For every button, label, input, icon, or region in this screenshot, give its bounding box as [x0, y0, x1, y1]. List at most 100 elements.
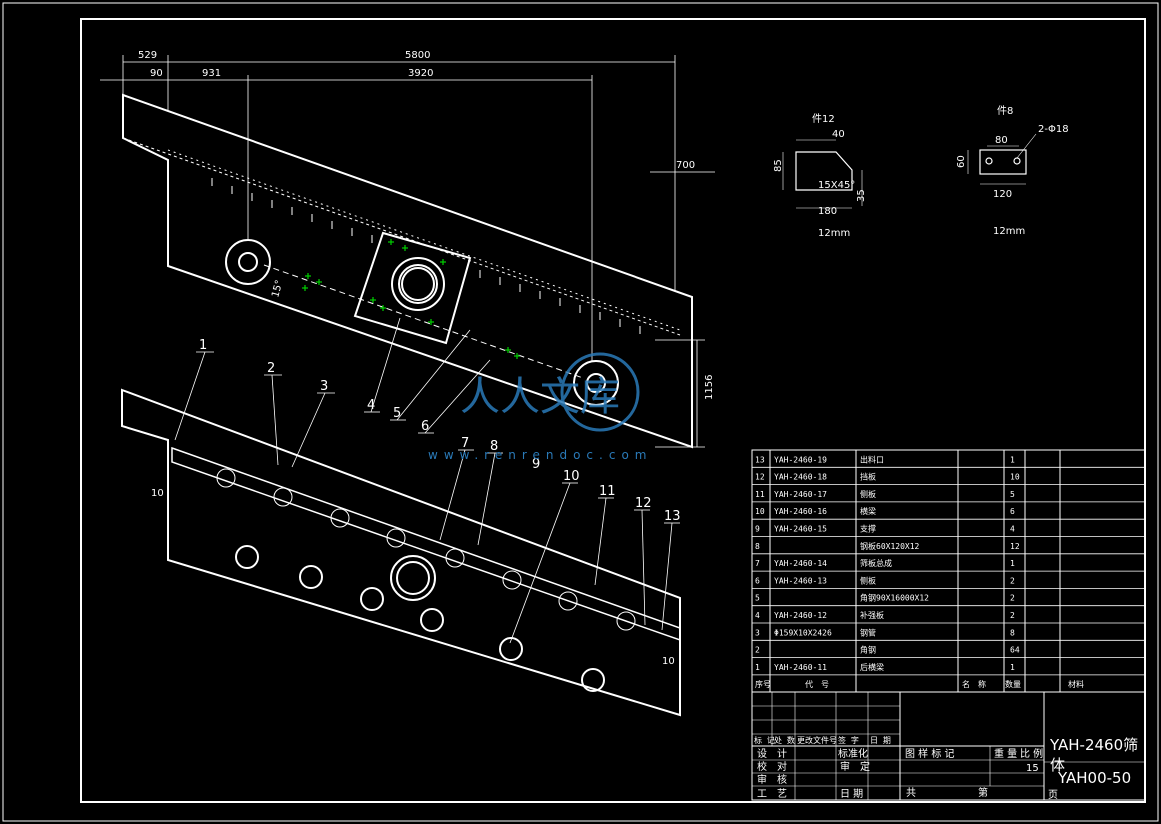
callout-13: 13 — [664, 509, 681, 524]
bom-cell-name: 钢管 — [860, 627, 876, 637]
bom-cell-code: YAH-2460-12 — [774, 611, 827, 620]
tb-scale: 比 例 — [1020, 747, 1043, 760]
detail-part12 — [782, 139, 863, 209]
detail12-dim-35: 35 — [856, 189, 867, 202]
tb-scale-value: 15 — [1026, 763, 1039, 774]
green-markers — [302, 239, 520, 359]
bom-header-material: 材料 — [1068, 679, 1084, 689]
tb-stage: 图 样 标 记 — [905, 747, 955, 760]
bom-cell-no: 5 — [755, 594, 760, 603]
detail12-dim-40: 40 — [832, 129, 845, 140]
watermark-url: www.renrendoc.com — [428, 448, 652, 462]
bom-cell-code: YAH-2460-11 — [774, 663, 827, 672]
callout-4: 4 — [367, 398, 375, 413]
bom-header-no: 序号 — [755, 679, 771, 689]
bom-cell-qty: 1 — [1010, 455, 1015, 464]
bom-cell-name: 挡板 — [860, 472, 876, 482]
detail8-title: 件8 — [997, 105, 1013, 117]
tb-title-2: 体 — [1050, 756, 1065, 774]
tb-sign: 签 字 — [838, 735, 859, 745]
inner-frame — [80, 18, 1146, 803]
callout-2: 2 — [267, 361, 275, 376]
dim-side-10: 10 — [151, 488, 164, 499]
bom-cell-no: 6 — [755, 576, 760, 585]
bom-cell-name: 出料口 — [860, 454, 884, 464]
bom-cell-name: 横梁 — [860, 506, 876, 516]
tb-weight: 重 量 — [994, 747, 1017, 760]
bom-cell-no: 13 — [755, 455, 765, 464]
tb-standard: 标准化 — [838, 747, 868, 760]
dim-1156: 1156 — [704, 375, 715, 400]
tb-title: YAH-2460筛 — [1049, 736, 1138, 754]
bom-cell-qty: 5 — [1010, 490, 1015, 499]
tb-sheet: 第 — [978, 786, 988, 799]
watermark-brand: 人人文库 — [460, 374, 620, 420]
callout-12: 12 — [635, 496, 652, 511]
bom-cell-qty: 6 — [1010, 507, 1015, 516]
bom-cell-qty: 2 — [1010, 576, 1015, 585]
detail12-thickness: 12mm — [818, 228, 850, 239]
detail8-dim-80: 80 — [995, 135, 1008, 146]
tb-count: 处 数 — [774, 735, 795, 745]
bom-cell-name: 后横梁 — [860, 662, 884, 672]
bom-cell-name: 角钢 — [860, 645, 876, 655]
callout-7: 7 — [461, 436, 469, 451]
watermark-logo: 人人文库 — [460, 352, 640, 432]
bom-cell-no: 10 — [755, 507, 765, 516]
dim-angle: 15° — [270, 279, 285, 299]
detail8-dim-60: 60 — [956, 155, 967, 168]
bom-cell-code: YAH-2460-19 — [774, 455, 827, 464]
bom-header-qty: 数量 — [1005, 679, 1021, 689]
bom-cell-qty: 4 — [1010, 525, 1015, 534]
bom-cell-no: 12 — [755, 473, 765, 482]
bom-cell-name: 角钢90X16000X12 — [860, 593, 929, 603]
tb-page: 页 — [1048, 789, 1058, 801]
bom-cell-code: YAH-2460-15 — [774, 525, 827, 534]
bom-cell-qty: 2 — [1010, 594, 1015, 603]
bom-cell-name: 支撑 — [860, 524, 876, 534]
detail8-dim-holes: 2-Φ18 — [1038, 124, 1069, 135]
detail12-dim-180: 180 — [818, 206, 837, 217]
detail12-title: 件12 — [812, 113, 835, 125]
detail8-thickness: 12mm — [993, 226, 1025, 237]
bom-cell-code: YAH-2460-18 — [774, 473, 827, 482]
bom-cell-code: YAH-2460-17 — [774, 490, 827, 499]
bom-header-name: 名 称 — [962, 679, 986, 689]
tb-audit: 审 核 — [757, 773, 787, 786]
bom-cell-no: 9 — [755, 525, 760, 534]
tb-drawing-no: YAH00-50 — [1057, 769, 1131, 787]
tb-mark: 标 记 — [754, 735, 775, 745]
bom-cell-qty: 1 — [1010, 559, 1015, 568]
dim-529: 529 — [138, 50, 157, 61]
detail12-dim-chamfer: 15X45° — [818, 180, 855, 191]
bom-cell-no: 2 — [755, 646, 760, 655]
dim-700: 700 — [676, 160, 695, 171]
bom-header-code: 代 号 — [805, 679, 829, 689]
tb-process: 工 艺 — [757, 788, 787, 800]
tb-date-row: 日 期 — [870, 736, 891, 745]
tb-change-doc: 更改文件号 — [797, 735, 837, 745]
bottom-view — [121, 388, 681, 717]
callout-8: 8 — [490, 439, 498, 454]
callout-9: 9 — [532, 457, 540, 472]
tb-date: 日 期 — [840, 788, 863, 800]
detail-part8 — [967, 133, 1037, 185]
bom-cell-qty: 2 — [1010, 611, 1015, 620]
bom-cell-no: 1 — [755, 663, 760, 672]
bom-cell-name: 补强板 — [860, 610, 884, 620]
bom-cell-no: 3 — [755, 628, 760, 637]
callout-1: 1 — [199, 338, 207, 353]
callout-5: 5 — [393, 406, 401, 421]
bom-cell-name: 钢板60X120X12 — [860, 541, 920, 551]
bom-cell-name: 筛板总成 — [860, 558, 892, 568]
dim-bottom-10: 10 — [662, 656, 675, 667]
bom-cell-qty: 64 — [1010, 646, 1020, 655]
bom-cell-name: 侧板 — [860, 575, 876, 585]
detail8-dim-120: 120 — [993, 189, 1012, 200]
bom-cell-qty: 12 — [1010, 542, 1020, 551]
tb-total: 共 — [906, 787, 916, 799]
callout-6: 6 — [421, 419, 429, 434]
